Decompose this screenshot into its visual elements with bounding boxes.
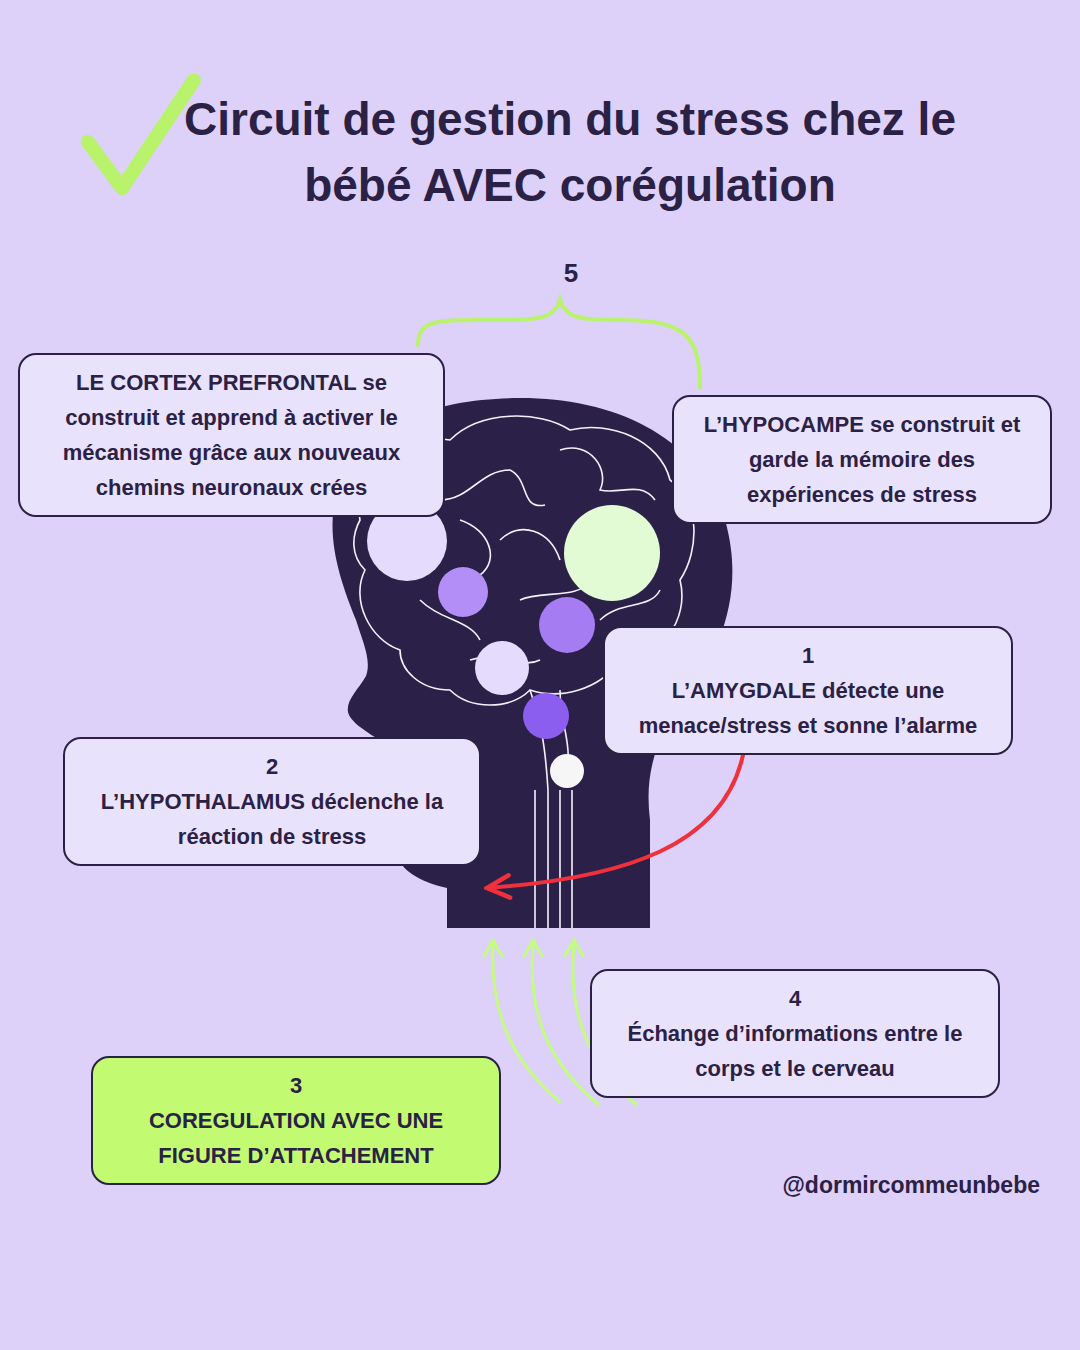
text-box: 3COREGULATION AVEC UNE FIGURE D’ATTACHEM… xyxy=(91,1056,501,1185)
check-mark xyxy=(88,80,194,188)
brain-region-dot xyxy=(475,641,529,695)
alarm-arrow xyxy=(487,755,743,888)
box-text: COREGULATION AVEC UNE FIGURE D’ATTACHEME… xyxy=(105,1103,487,1173)
callout-number: 5 xyxy=(540,258,602,289)
step-number: 4 xyxy=(604,981,986,1016)
curly-brace xyxy=(418,300,700,388)
step-number: 1 xyxy=(617,638,999,673)
step-number: 2 xyxy=(77,749,467,784)
step-number: 3 xyxy=(105,1068,487,1103)
diagram-title: Circuit de gestion du stress chez le béb… xyxy=(150,86,990,218)
brain-region-dot xyxy=(438,567,488,617)
box-text: L’AMYGDALE détecte une menace/stress et … xyxy=(617,673,999,743)
text-box: 2L’HYPOTHALAMUS déclenche la réaction de… xyxy=(63,737,481,866)
brain-region-dot xyxy=(550,754,584,788)
brain-region-dot xyxy=(564,505,660,601)
box-text: L’HYPOTHALAMUS déclenche la réaction de … xyxy=(77,784,467,854)
watermark: @dormircommeunbebe xyxy=(700,1172,1040,1199)
text-box: 1L’AMYGDALE détecte une menace/stress et… xyxy=(603,626,1013,755)
box-text: LE CORTEX PREFRONTAL se construit et app… xyxy=(32,365,431,505)
box-text: Échange d’informations entre le corps et… xyxy=(604,1016,986,1086)
text-box: LE CORTEX PREFRONTAL se construit et app… xyxy=(18,353,445,517)
brain-region-dot xyxy=(539,597,595,653)
brain-region-dot xyxy=(523,693,569,739)
text-box: L’HYPOCAMPE se construit et garde la mém… xyxy=(672,395,1052,524)
box-text: L’HYPOCAMPE se construit et garde la mém… xyxy=(686,407,1038,512)
text-box: 4Échange d’informations entre le corps e… xyxy=(590,969,1000,1098)
